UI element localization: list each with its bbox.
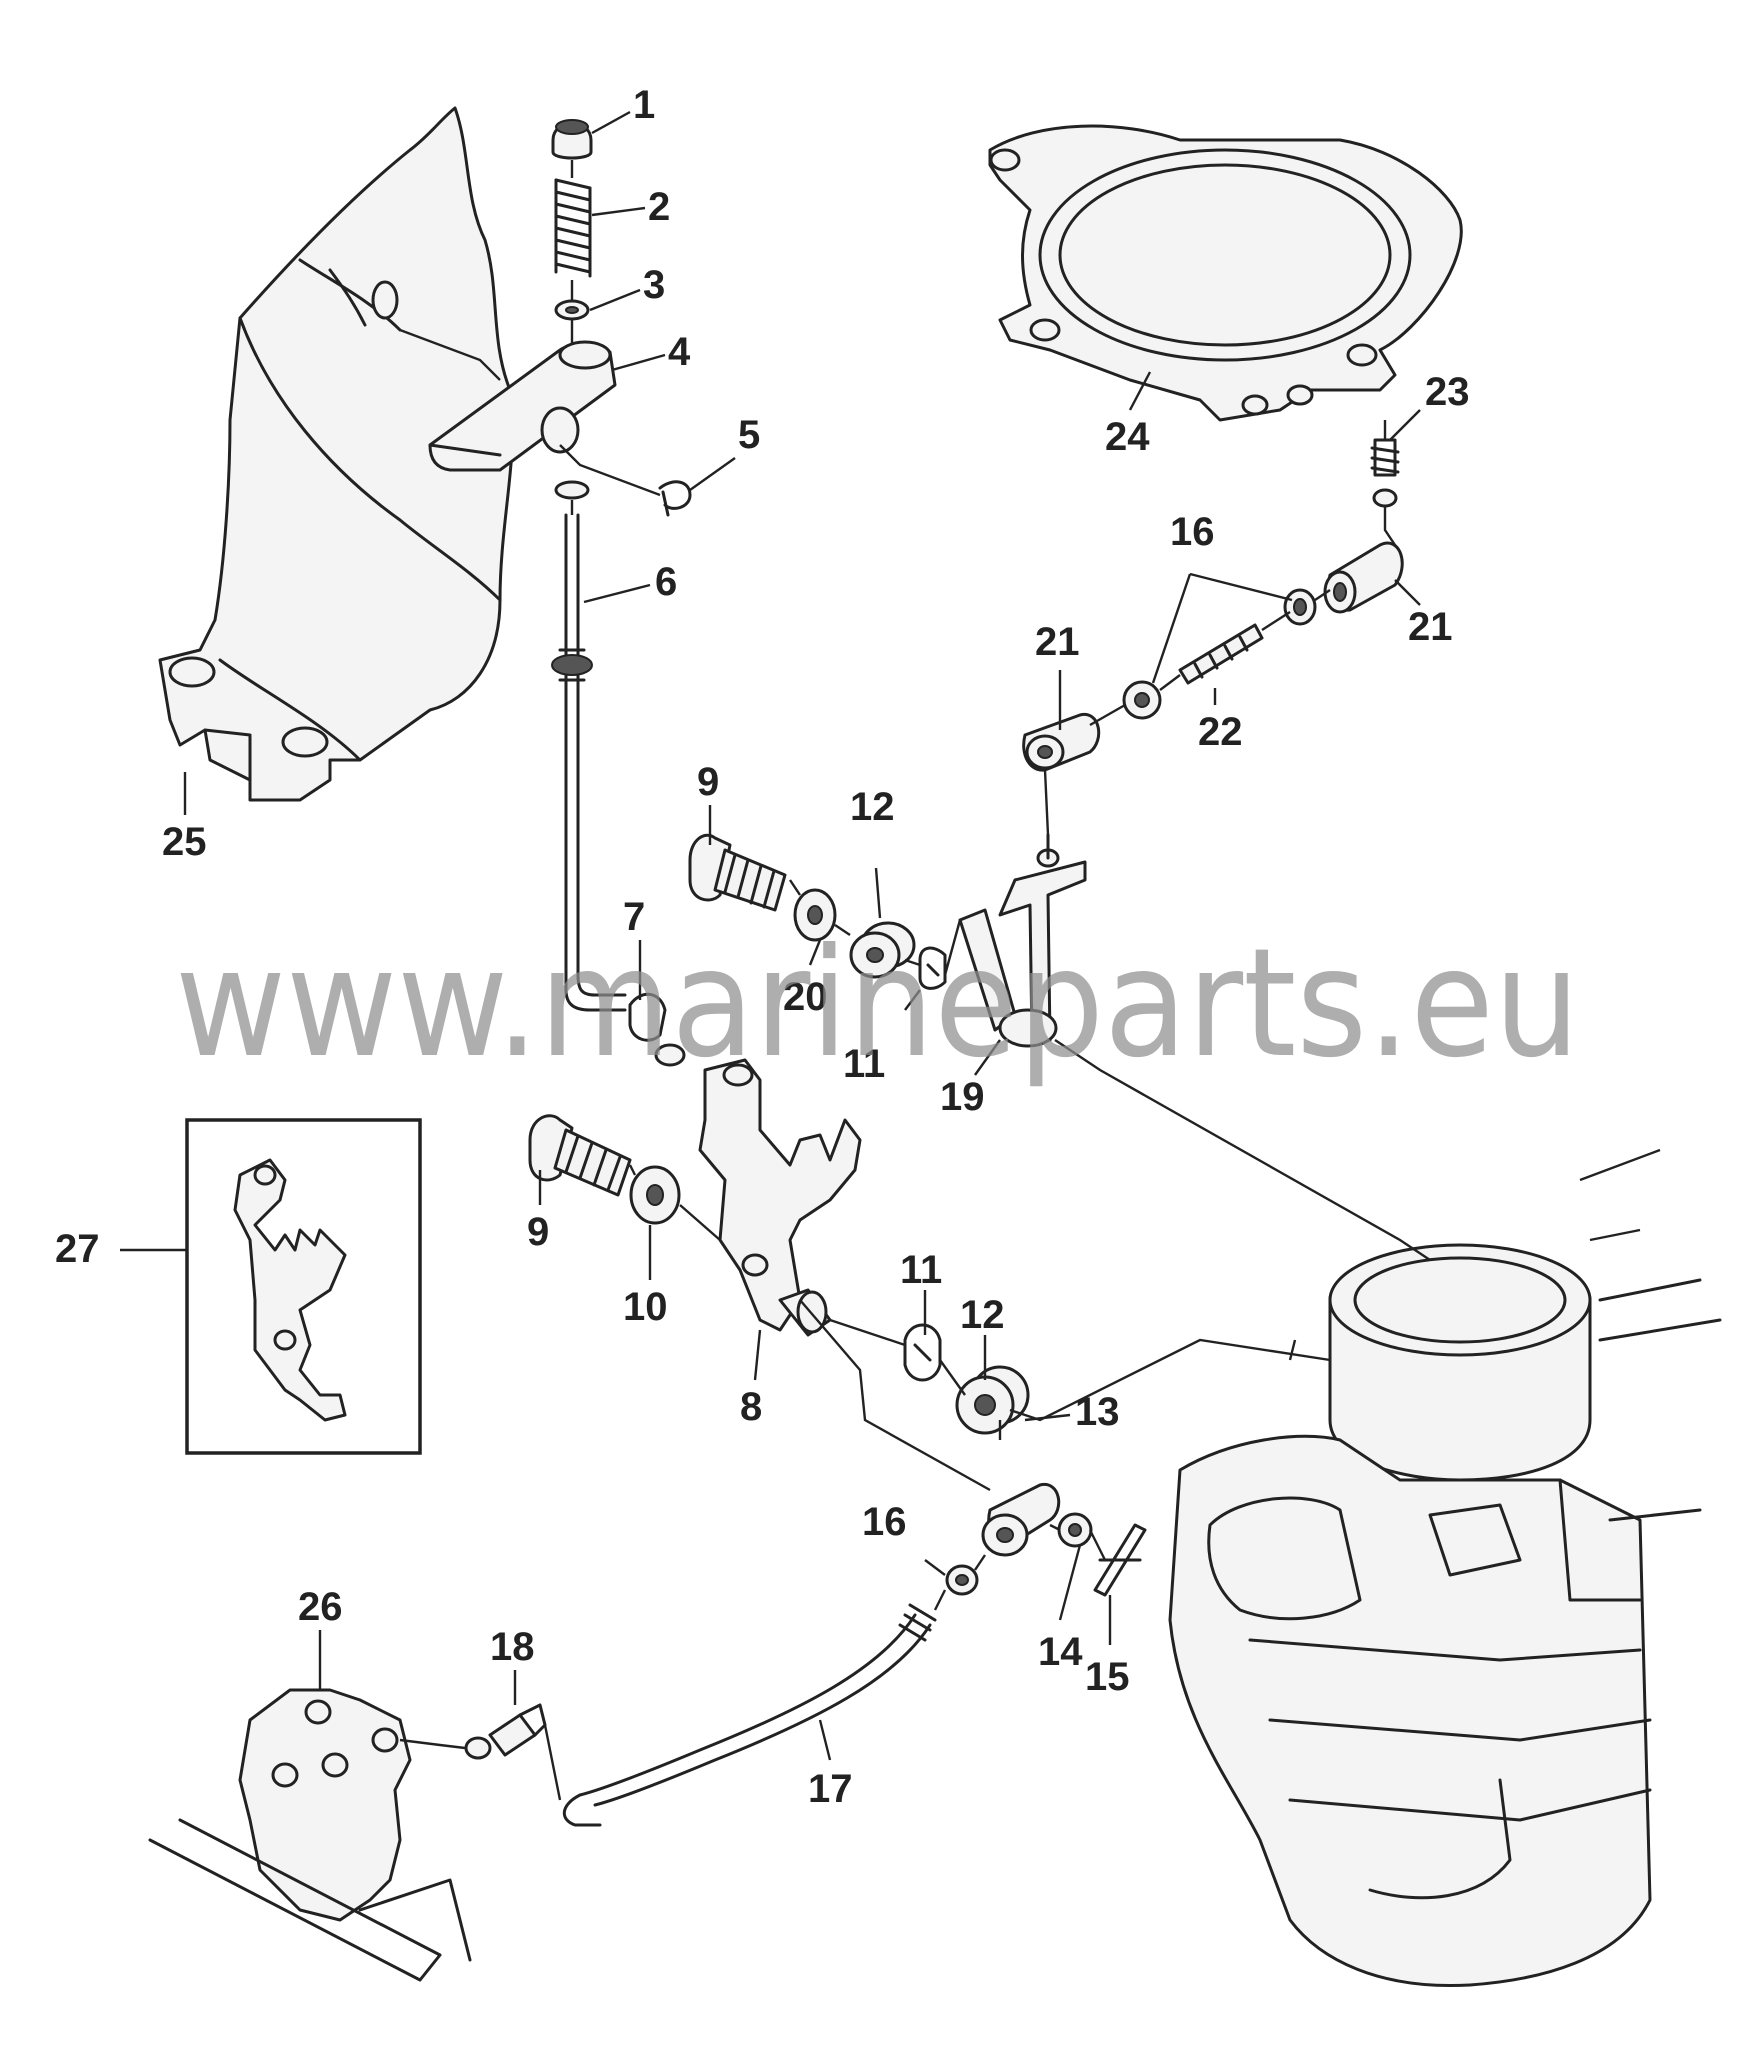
callout-26: 26: [298, 1585, 343, 1629]
bushing-part-12-upper: [849, 921, 916, 979]
shift-lever-plate-part-8: [698, 1058, 862, 1337]
callout-25: 25: [162, 820, 207, 864]
callout-labels: 1 2 3 4 5 6 7 8 9 9 10 11 11 12 12 13 14…: [55, 83, 1470, 1811]
callout-14: 14: [1038, 1630, 1083, 1674]
callout-3: 3: [643, 263, 665, 307]
washer-part-20: [793, 888, 837, 942]
lever-part-19: [958, 833, 1087, 1048]
callout-15: 15: [1085, 1655, 1130, 1699]
nut-part-16-middle: [1122, 680, 1162, 720]
callout-21b: 21: [1408, 605, 1453, 649]
clip-part-11-upper: [918, 946, 947, 990]
connector-part-13: [981, 1483, 1061, 1557]
callout-24: 24: [1105, 415, 1150, 459]
callout-21a: 21: [1035, 620, 1080, 664]
callout-10: 10: [623, 1285, 668, 1329]
callout-22: 22: [1198, 710, 1243, 754]
inset-part-27: [185, 1118, 422, 1455]
callout-12a: 12: [850, 785, 895, 829]
callout-11b: 11: [900, 1248, 942, 1292]
callout-9a: 9: [697, 760, 719, 804]
cotter-pin-part-15: [1093, 1523, 1147, 1597]
watermark-text: www.marineparts.eu: [175, 917, 1580, 1091]
callout-9b: 9: [527, 1210, 549, 1254]
spring-part-2: [554, 178, 592, 278]
bolt-part-9-upper: [688, 833, 787, 912]
lever-part-4: [428, 340, 617, 472]
callout-13: 13: [1075, 1390, 1120, 1434]
clip-part-11-lower: [903, 1323, 942, 1382]
callout-5: 5: [738, 413, 760, 457]
callout-16b: 16: [862, 1500, 907, 1544]
callout-7: 7: [623, 895, 645, 939]
nut-part-16-upper: [1283, 588, 1317, 626]
plate-part-26: [148, 1688, 472, 1982]
washer-part-10: [629, 1165, 681, 1225]
callout-11a: 11: [843, 1042, 885, 1086]
callout-12b: 12: [960, 1293, 1005, 1337]
callout-18: 18: [490, 1625, 535, 1669]
assembly-lines: [399, 160, 1661, 1801]
gearcase-housing: [1168, 1243, 1722, 1988]
callout-17: 17: [808, 1767, 853, 1811]
callout-4: 4: [668, 330, 691, 374]
clip-part-5: [658, 480, 692, 517]
cap-part-1: [551, 119, 593, 160]
threaded-rod-part-22: [1178, 623, 1264, 685]
bracket-housing-part-25: [158, 106, 515, 802]
shift-rod-part-17: [562, 1603, 937, 1827]
connector-part-21-lower: [1022, 713, 1101, 772]
callout-23: 23: [1425, 370, 1470, 414]
clip-part-18: [464, 1703, 547, 1760]
bolt-part-9-lower: [528, 1114, 632, 1197]
callout-20: 20: [783, 975, 828, 1019]
callout-1: 1: [633, 83, 655, 127]
washer-part-14: [1057, 1512, 1093, 1548]
callout-16a: 16: [1170, 510, 1215, 554]
bushing-part-12-lower: [955, 1365, 1030, 1435]
callout-leaders: [120, 110, 1421, 1761]
shift-rod-part-6: [551, 480, 627, 1012]
callout-27: 27: [55, 1227, 100, 1271]
callout-2: 2: [648, 185, 670, 229]
callout-8: 8: [740, 1385, 762, 1429]
screw-part-23: [1370, 438, 1400, 508]
washer-part-3: [554, 299, 590, 321]
retainer-part-7: [628, 992, 686, 1067]
callout-19: 19: [940, 1075, 985, 1119]
connector-part-21-upper: [1323, 541, 1404, 614]
nut-part-16-lower: [945, 1564, 979, 1596]
callout-6: 6: [655, 560, 677, 604]
plate-part-24: [988, 124, 1463, 422]
